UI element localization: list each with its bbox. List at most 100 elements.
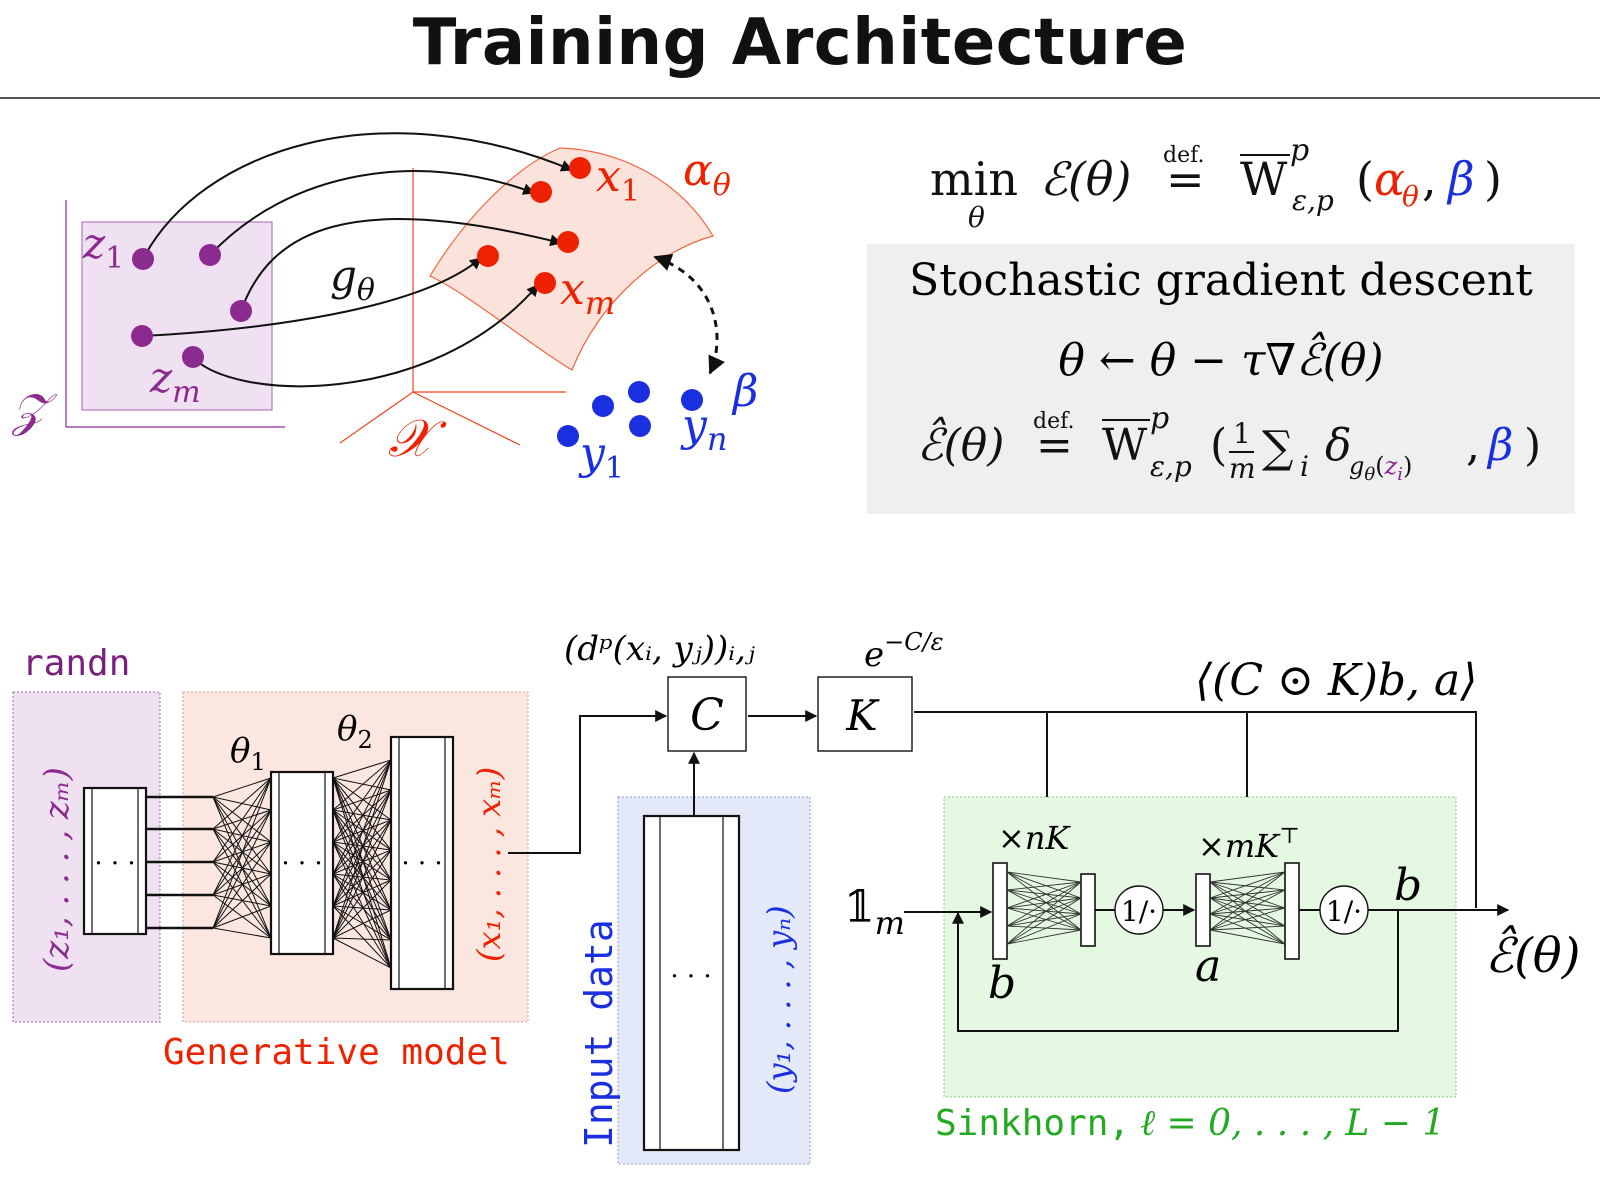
sinkhorn-layers xyxy=(992,862,1300,960)
connection-line xyxy=(1006,871,1082,883)
objective-alpha-sub: θ xyxy=(1402,180,1419,213)
input-data-layer xyxy=(642,814,741,1152)
generated-sample xyxy=(477,245,499,267)
latent-axes xyxy=(65,200,285,428)
objective-comma: , xyxy=(1422,152,1437,206)
objective-w-sup: p xyxy=(1290,133,1309,168)
connection-line xyxy=(332,841,392,941)
input-data-label: Input data xyxy=(577,919,621,1148)
connection-line xyxy=(332,937,392,941)
connection-line xyxy=(1006,897,1082,945)
connection-line xyxy=(1209,881,1286,891)
data-sample xyxy=(681,389,703,411)
objective-close: ) xyxy=(1484,152,1502,206)
latent-samples xyxy=(131,244,252,368)
connection-line xyxy=(1006,889,1082,931)
est-delta-sub: gθ(zi) xyxy=(1349,452,1412,485)
connection-line xyxy=(332,905,392,969)
connection-line xyxy=(332,873,392,941)
est-w-sup: p xyxy=(1150,401,1169,436)
sinkhorn-panel xyxy=(943,796,1457,1098)
theta2-label: θ2 xyxy=(337,709,373,754)
label-xm: xm xyxy=(560,264,615,322)
connection-line xyxy=(1006,929,1082,945)
generated-sample xyxy=(534,272,556,294)
page-title: Training Architecture xyxy=(412,6,1188,80)
layer-connections xyxy=(212,759,392,969)
connection-line xyxy=(1006,871,1082,915)
connection-line xyxy=(332,841,392,851)
connection-line xyxy=(332,841,392,969)
est-comma: , xyxy=(1466,420,1480,471)
objective-alpha: α xyxy=(1374,152,1405,206)
connection-line xyxy=(332,809,392,941)
generated-sample xyxy=(557,231,579,253)
objective-w: W xyxy=(1240,152,1288,206)
connection-line xyxy=(332,759,392,779)
input-stubs xyxy=(146,795,213,930)
connection-line xyxy=(1209,913,1286,927)
b-out-label: b xyxy=(1394,860,1422,911)
latent-sample xyxy=(132,248,154,270)
times-mkt-label: ×mK⊤ xyxy=(1198,824,1300,865)
sinkhorn-connections xyxy=(1006,871,1286,945)
connection-line xyxy=(1006,897,1082,927)
label-z1: z1 xyxy=(82,219,124,276)
connection-line xyxy=(332,777,392,881)
sgd-box-background xyxy=(867,244,1575,514)
sgd-heading: Stochastic gradient descent xyxy=(909,255,1533,306)
connection-line xyxy=(1209,889,1286,899)
connection-line xyxy=(332,809,392,911)
generated-sample xyxy=(530,181,552,203)
connection-line xyxy=(212,905,272,929)
connection-line xyxy=(332,849,392,939)
connection-line xyxy=(332,809,392,851)
latent-vector-label: (z₁, . . . , zₘ) xyxy=(37,767,77,972)
connection-line xyxy=(212,777,272,929)
connection-line xyxy=(1209,897,1286,927)
connection-line xyxy=(1006,889,1082,915)
connection-line xyxy=(1006,925,1082,931)
connection-line xyxy=(332,777,392,821)
connection-line xyxy=(332,777,392,969)
layer-input-dots: · · · xyxy=(94,849,135,879)
latent-sample xyxy=(230,300,252,322)
connection-line xyxy=(332,759,392,875)
connection-line xyxy=(332,873,392,911)
input-vector-label: (y₁, . . . , yₙ) xyxy=(760,905,798,1094)
connection-line xyxy=(332,809,392,821)
data-samples xyxy=(557,381,703,447)
connection-line xyxy=(1209,871,1286,899)
est-sum: ∑ xyxy=(1262,422,1293,473)
connection-line xyxy=(332,759,392,811)
connection-line xyxy=(332,777,392,941)
cost-formula: (dᵖ(xᵢ, yⱼ))ᵢ,ⱼ xyxy=(564,629,755,669)
connection-line xyxy=(1209,881,1286,909)
objective-open: ( xyxy=(1356,152,1374,206)
latent-space-label: 𝒵 xyxy=(11,383,58,437)
loss-formula: ⟨(C ⊙ K)b, a⟩ xyxy=(1195,655,1477,706)
objective-beta: β xyxy=(1446,152,1475,206)
latent-sample xyxy=(131,325,153,347)
connection-line xyxy=(332,789,392,811)
generated-manifold xyxy=(429,147,714,371)
connection-line xyxy=(332,759,392,939)
connection-line xyxy=(332,905,392,911)
connection-line xyxy=(1006,897,1082,909)
header: Training Architecture xyxy=(0,0,1600,99)
connection-line xyxy=(1006,871,1082,931)
connection-line xyxy=(1209,907,1286,915)
connection-line xyxy=(1209,929,1286,945)
theta1-label: θ1 xyxy=(230,731,266,776)
label-x1: x1 xyxy=(596,151,640,209)
latent-sample xyxy=(182,346,204,368)
connection-line xyxy=(332,777,392,911)
layer-output-dots: · · · xyxy=(401,849,442,879)
est-delta: δ xyxy=(1325,420,1352,471)
distribution-comparison-arrow xyxy=(653,253,725,375)
objective-def: def. xyxy=(1163,143,1204,168)
connection-line xyxy=(332,849,392,875)
data-sample xyxy=(628,381,650,403)
connection-line xyxy=(1209,881,1286,927)
